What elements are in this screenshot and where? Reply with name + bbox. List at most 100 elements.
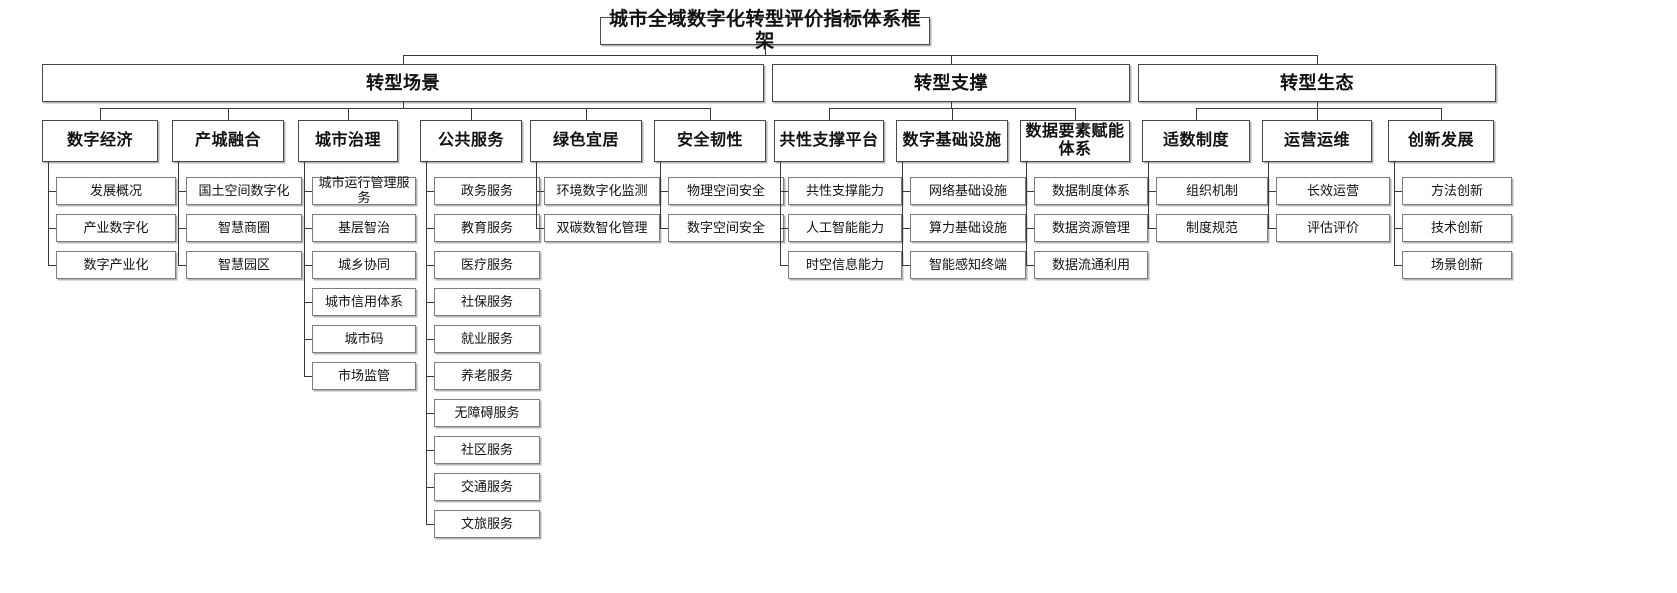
leaf-spine-0	[48, 162, 49, 265]
leaf-box-1-0[interactable]: 国土空间数字化	[186, 177, 302, 205]
leaf-connector-11-1	[1394, 228, 1402, 229]
leaf-box-3-9[interactable]: 文旅服务	[434, 510, 540, 538]
leaf-box-2-3[interactable]: 城市信用体系	[312, 288, 416, 316]
category-box-11[interactable]: 创新发展	[1388, 120, 1494, 162]
level3-stem-parent-0	[403, 102, 404, 108]
leaf-connector-7-1	[902, 228, 910, 229]
level3-stem-0-5	[710, 108, 711, 120]
leaf-connector-3-0	[426, 191, 434, 192]
level3-stem-2-0	[1196, 108, 1197, 120]
leaf-box-5-1[interactable]: 数字空间安全	[668, 214, 784, 242]
leaf-box-5-0[interactable]: 物理空间安全	[668, 177, 784, 205]
leaf-box-11-1[interactable]: 技术创新	[1402, 214, 1512, 242]
leaf-box-6-1[interactable]: 人工智能能力	[788, 214, 902, 242]
leaf-box-3-8[interactable]: 交通服务	[434, 473, 540, 501]
level3-bus-0	[100, 108, 710, 109]
leaf-spine-11	[1394, 162, 1395, 265]
level2-stem-2	[1317, 55, 1318, 64]
leaf-box-0-0[interactable]: 发展概况	[56, 177, 176, 205]
leaf-box-2-0[interactable]: 城市运行管理服务	[312, 175, 416, 205]
leaf-box-8-0[interactable]: 数据制度体系	[1034, 177, 1148, 205]
leaf-connector-8-0	[1026, 191, 1034, 192]
category-box-0[interactable]: 数字经济	[42, 120, 158, 162]
level3-stem-parent-1	[951, 102, 952, 108]
category-box-1[interactable]: 产城融合	[172, 120, 284, 162]
leaf-connector-3-8	[426, 487, 434, 488]
leaf-box-7-0[interactable]: 网络基础设施	[910, 177, 1026, 205]
leaf-connector-8-2	[1026, 265, 1034, 266]
leaf-box-1-2[interactable]: 智慧园区	[186, 251, 302, 279]
level3-stem-0-2	[348, 108, 349, 120]
leaf-box-3-1[interactable]: 教育服务	[434, 214, 540, 242]
leaf-box-6-2[interactable]: 时空信息能力	[788, 251, 902, 279]
leaf-connector-0-2	[48, 265, 56, 266]
leaf-connector-4-1	[536, 228, 544, 229]
leaf-spine-7	[902, 162, 903, 265]
leaf-box-3-2[interactable]: 医疗服务	[434, 251, 540, 279]
leaf-connector-2-5	[304, 376, 312, 377]
leaf-box-6-0[interactable]: 共性支撑能力	[788, 177, 902, 205]
diagram-title: 城市全域数字化转型评价指标体系框架	[600, 9, 930, 52]
category-box-5[interactable]: 安全韧性	[654, 120, 766, 162]
leaf-connector-10-1	[1268, 228, 1276, 229]
leaf-box-0-1[interactable]: 产业数字化	[56, 214, 176, 242]
leaf-box-2-4[interactable]: 城市码	[312, 325, 416, 353]
leaf-connector-6-0	[780, 191, 788, 192]
level2-box-2[interactable]: 转型生态	[1138, 64, 1496, 102]
leaf-connector-4-0	[536, 191, 544, 192]
leaf-box-3-0[interactable]: 政务服务	[434, 177, 540, 205]
leaf-connector-6-1	[780, 228, 788, 229]
level3-stem-1-0	[829, 108, 830, 120]
leaf-box-3-3[interactable]: 社保服务	[434, 288, 540, 316]
leaf-box-3-5[interactable]: 养老服务	[434, 362, 540, 390]
leaf-box-9-1[interactable]: 制度规范	[1156, 214, 1268, 242]
leaf-box-8-1[interactable]: 数据资源管理	[1034, 214, 1148, 242]
leaf-connector-1-0	[178, 191, 186, 192]
level2-box-0[interactable]: 转型场景	[42, 64, 764, 102]
leaf-spine-8	[1026, 162, 1027, 265]
leaf-box-10-0[interactable]: 长效运营	[1276, 177, 1390, 205]
leaf-box-7-2[interactable]: 智能感知终端	[910, 251, 1026, 279]
category-box-10[interactable]: 运营运维	[1262, 120, 1372, 162]
level2-box-1[interactable]: 转型支撑	[772, 64, 1130, 102]
leaf-box-2-2[interactable]: 城乡协同	[312, 251, 416, 279]
leaf-connector-3-1	[426, 228, 434, 229]
leaf-box-9-0[interactable]: 组织机制	[1156, 177, 1268, 205]
title-stem	[765, 45, 766, 55]
leaf-spine-4	[536, 162, 537, 228]
leaf-connector-0-0	[48, 191, 56, 192]
category-box-6[interactable]: 共性支撑平台	[774, 120, 884, 162]
leaf-box-2-1[interactable]: 基层智治	[312, 214, 416, 242]
leaf-box-3-6[interactable]: 无障碍服务	[434, 399, 540, 427]
leaf-box-2-5[interactable]: 市场监管	[312, 362, 416, 390]
category-box-4[interactable]: 绿色宜居	[530, 120, 642, 162]
leaf-connector-7-0	[902, 191, 910, 192]
leaf-box-3-7[interactable]: 社区服务	[434, 436, 540, 464]
category-box-8[interactable]: 数据要素赋能体系	[1020, 120, 1130, 162]
leaf-box-11-2[interactable]: 场景创新	[1402, 251, 1512, 279]
category-box-3[interactable]: 公共服务	[420, 120, 522, 162]
leaf-connector-11-0	[1394, 191, 1402, 192]
leaf-box-10-1[interactable]: 评估评价	[1276, 214, 1390, 242]
leaf-box-11-0[interactable]: 方法创新	[1402, 177, 1512, 205]
leaf-connector-3-2	[426, 265, 434, 266]
level3-stem-0-4	[586, 108, 587, 120]
leaf-box-4-1[interactable]: 双碳数智化管理	[544, 214, 660, 242]
leaf-box-8-2[interactable]: 数据流通利用	[1034, 251, 1148, 279]
category-box-2[interactable]: 城市治理	[298, 120, 398, 162]
category-box-7[interactable]: 数字基础设施	[896, 120, 1008, 162]
leaf-box-4-0[interactable]: 环境数字化监测	[544, 177, 660, 205]
leaf-box-0-2[interactable]: 数字产业化	[56, 251, 176, 279]
leaf-box-7-1[interactable]: 算力基础设施	[910, 214, 1026, 242]
level3-stem-2-2	[1441, 108, 1442, 120]
leaf-box-3-4[interactable]: 就业服务	[434, 325, 540, 353]
leaf-box-1-1[interactable]: 智慧商圈	[186, 214, 302, 242]
leaf-connector-3-9	[426, 524, 434, 525]
leaf-connector-6-2	[780, 265, 788, 266]
leaf-connector-8-1	[1026, 228, 1034, 229]
category-box-9[interactable]: 适数制度	[1142, 120, 1250, 162]
leaf-spine-1	[178, 162, 179, 265]
leaf-spine-6	[780, 162, 781, 265]
level3-stem-parent-2	[1317, 102, 1318, 108]
leaf-connector-3-4	[426, 339, 434, 340]
